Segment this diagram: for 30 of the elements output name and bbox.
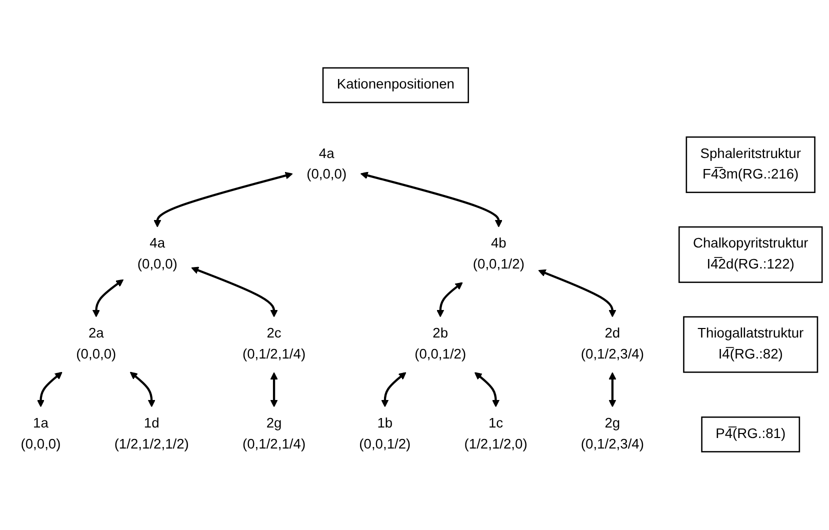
arrow [474,372,500,408]
node-box: P4̅(RG.:81) [701,416,800,452]
arrow [608,372,616,408]
node-text: 4a (0,0,0) [306,146,347,182]
arrow [191,266,278,318]
arrow [92,279,124,318]
node-text: 2d (0,1/2,3/4) [580,326,644,362]
node-box: Thiogallatstruktur I4̅(RG.:82) [683,316,818,373]
node-box: Kationenpositionen [322,67,469,104]
node-text: 1a (0,0,0) [20,416,61,452]
arrow [154,172,293,228]
node-box: Chalkopyritstruktur I4̅2d(RG.:122) [678,226,823,283]
node-text: 2g (0,1/2,1/4) [242,416,306,452]
arrow [360,172,502,228]
node-box: Sphaleritstruktur F4̅3m(RG.:216) [686,136,816,194]
node-text: 1b (0,0,1/2) [359,416,411,452]
arrow [436,282,463,318]
arrow [381,372,406,408]
node-text: 2g (0,1/2,3/4) [580,416,644,452]
node-text: 1c (1/2,1/2,0) [464,416,528,452]
node-text: 2c (0,1/2,1/4) [242,326,306,362]
node-text: 2a (0,0,0) [76,326,116,362]
node-text: 2b (0,0,1/2) [414,326,466,362]
arrow [130,372,156,408]
node-text: 4b (0,0,1/2) [472,236,524,272]
arrow [36,372,62,408]
node-text: 1d (1/2,1/2,1/2) [114,416,189,452]
arrow [538,269,616,318]
node-text: 4a (0,0,0) [137,236,178,272]
arrow [270,372,278,408]
